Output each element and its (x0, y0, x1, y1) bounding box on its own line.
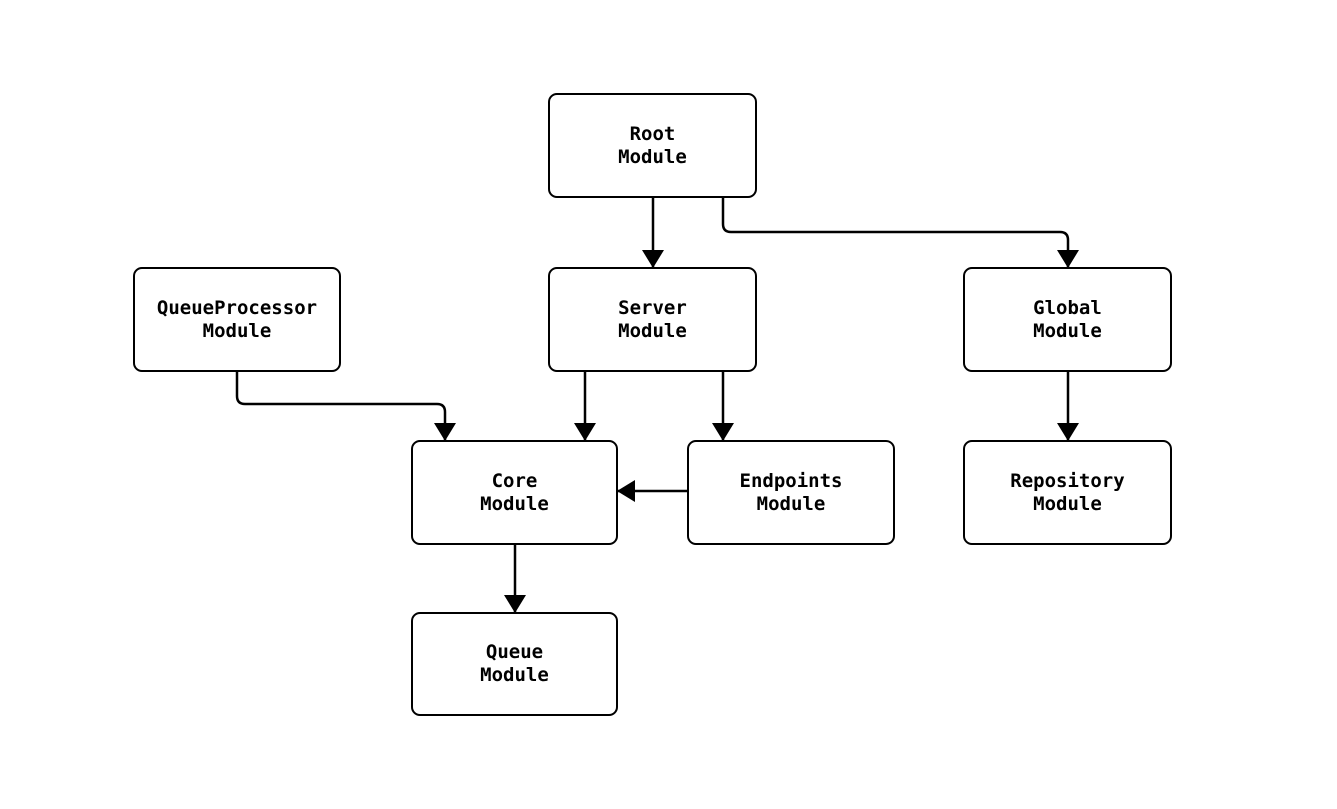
node-queueprocessor-module: QueueProcessor Module (133, 267, 341, 372)
node-server-module: Server Module (548, 267, 757, 372)
edge-root-to-global (721, 198, 1079, 268)
edge-queueprocessor-to-core (235, 372, 456, 441)
node-repository-module: Repository Module (963, 440, 1172, 545)
node-core-module: Core Module (411, 440, 618, 545)
node-queue-module: Queue Module (411, 612, 618, 716)
edges-group (235, 198, 1079, 613)
node-global-module: Global Module (963, 267, 1172, 372)
node-root-module: Root Module (548, 93, 757, 198)
node-endpoints-module: Endpoints Module (687, 440, 895, 545)
